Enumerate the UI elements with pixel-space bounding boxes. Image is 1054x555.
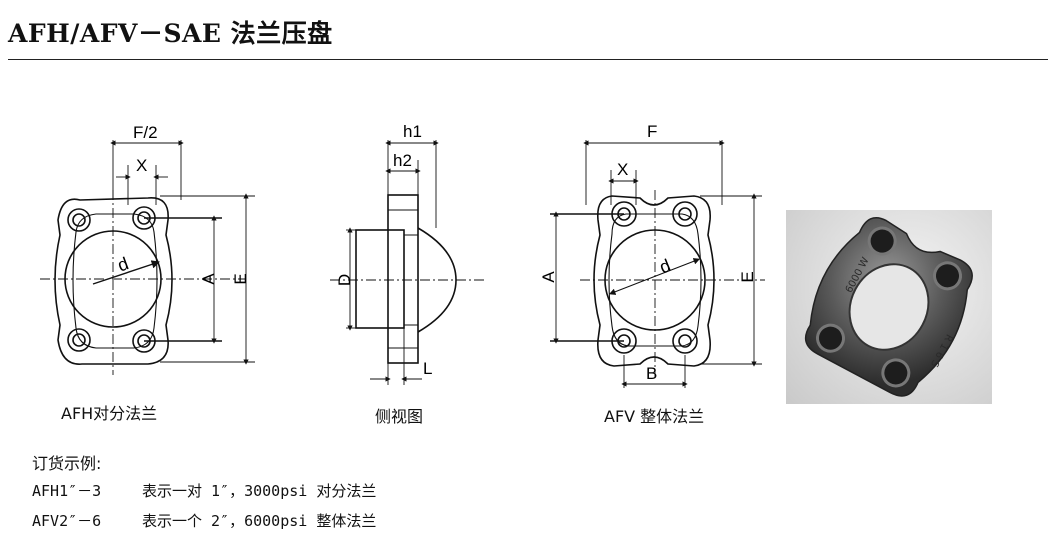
afv-flange-drawing	[593, 195, 715, 367]
dim-h2: h2	[393, 151, 412, 170]
ordering-description: 表示一对 1″，3000psi 对分法兰	[142, 482, 377, 500]
dim-a-afv: A	[539, 271, 558, 283]
dim-x-afh: X	[136, 156, 147, 175]
dim-l: L	[423, 359, 432, 378]
ordering-example: AFH1″－3 表示一对 1″，3000psi 对分法兰	[32, 480, 376, 501]
ordering-example: AFV2″－6 表示一个 2″，6000psi 整体法兰	[32, 510, 376, 531]
flange-photo: 6000 W R 1 6 S	[786, 210, 992, 404]
dim-d-side: D	[335, 274, 354, 286]
side-view-drawing	[355, 194, 457, 364]
dim-e-afv: E	[738, 271, 757, 282]
dim-f-half: F/2	[133, 123, 158, 142]
ordering-description: 表示一个 2″，6000psi 整体法兰	[142, 512, 377, 530]
title-rule	[8, 59, 1048, 60]
ordering-heading: 订货示例:	[32, 454, 102, 473]
dim-b: B	[646, 364, 657, 383]
afh-flange-drawing	[54, 197, 173, 365]
ordering-code: AFV2″－6	[32, 512, 102, 530]
caption-side-view: 侧视图	[375, 407, 424, 426]
side-view-dimension-lines	[330, 140, 485, 385]
afh-dimension-lines	[40, 140, 255, 375]
ordering-code: AFH1″－3	[32, 482, 102, 500]
dim-f: F	[647, 122, 657, 141]
dim-h1: h1	[403, 122, 422, 141]
afv-dimension-lines	[550, 140, 765, 388]
page-title: AFH/AFV－SAE 法兰压盘	[8, 19, 333, 48]
dim-e-afh: E	[231, 273, 250, 284]
flange-photo-render: 6000 W R 1 6 S	[804, 217, 973, 397]
caption-afv: AFV 整体法兰	[604, 407, 705, 426]
dim-a-afh: A	[199, 273, 218, 285]
dim-d-afh: d	[115, 253, 131, 275]
dim-x-afv: X	[617, 160, 628, 179]
caption-afh: AFH对分法兰	[61, 404, 158, 423]
